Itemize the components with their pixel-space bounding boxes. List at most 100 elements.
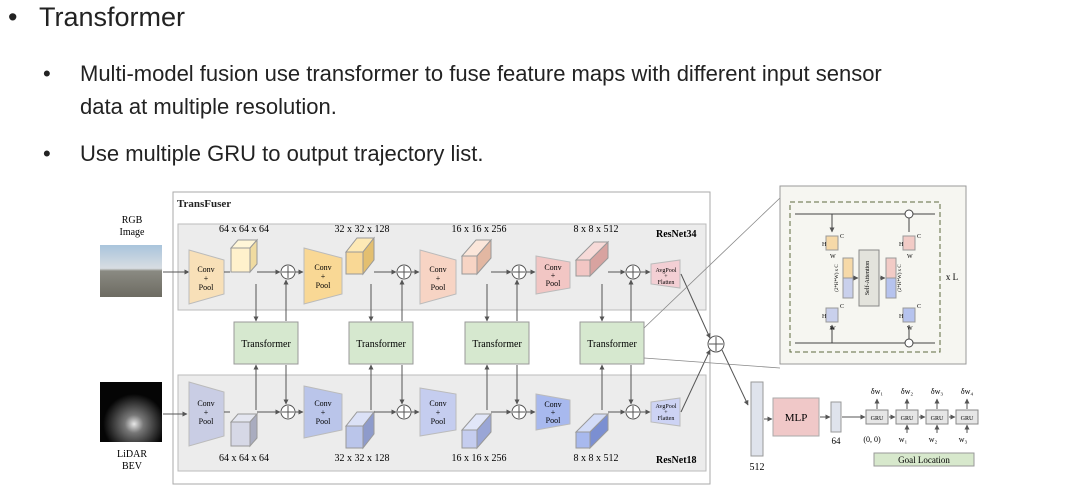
conv-block xyxy=(419,249,457,305)
gru-cell xyxy=(895,409,919,425)
dim-w-label: W xyxy=(907,326,913,332)
point-2: • Use multiple GRU to output trajectory … xyxy=(43,141,483,167)
delta-w-label: δw₂ xyxy=(901,387,914,396)
conv-text: Conv xyxy=(544,400,561,409)
dashed-layer-box xyxy=(789,201,941,353)
gru-cell xyxy=(865,409,889,425)
mlp-label: MLP xyxy=(785,412,808,424)
dim-c-label: C xyxy=(917,304,921,310)
goal-location-label: Goal Location xyxy=(898,455,950,465)
gru-label: GRU xyxy=(961,416,974,422)
inset-feature-top-left xyxy=(825,235,839,251)
dim-label: 16 x 16 x 256 xyxy=(452,224,507,235)
bottom-stage-1: Conv + Pool 64 x 64 x 64 xyxy=(188,381,296,464)
dim-label: 8 x 8 x 512 xyxy=(574,224,619,235)
bullet-dot: • xyxy=(43,141,51,166)
gru-cell xyxy=(925,409,949,425)
conv-plus: + xyxy=(551,408,556,417)
mlp-block xyxy=(772,397,820,437)
avgpool-plus: + xyxy=(664,274,668,280)
feature-cube xyxy=(345,425,364,449)
bottom-stage-2: Conv + Pool 32 x 32 x 128 xyxy=(303,385,412,464)
dim-c-label: C xyxy=(840,234,844,240)
top-stage-4: Conv + Pool 8 x 8 x 512 AvgPool + Flatte… xyxy=(535,224,681,295)
conv-plus: + xyxy=(321,272,326,281)
gru-chain: GRU GRU GRU GRU δw₁ δw₂ δw₃ δw₄ (0, 0) w… xyxy=(863,387,979,467)
conv-text: Conv xyxy=(429,265,446,274)
delta-w-label: δw₄ xyxy=(961,387,974,396)
waypoint-label: w₃ xyxy=(959,435,968,444)
top-stage-2: Conv + Pool 32 x 32 x 128 xyxy=(303,224,412,305)
token-stack-right-bottom xyxy=(885,277,897,299)
waypoint-label: w₂ xyxy=(929,435,938,444)
conv-block xyxy=(303,385,343,439)
conv-text: Conv xyxy=(197,399,214,408)
dim-label: 32 x 32 x 128 xyxy=(335,224,390,235)
waypoint-label: w₁ xyxy=(899,435,908,444)
avgpool-text: AvgPool xyxy=(656,404,677,410)
vector-512 xyxy=(750,381,764,457)
pool-text: Pool xyxy=(199,283,214,292)
transformer-label: Transformer xyxy=(587,339,637,350)
feature-cube xyxy=(575,259,591,277)
point-1-line-1: Multi-model fusion use transformer to fu… xyxy=(80,61,882,86)
bottom-stage-3: Conv + Pool 16 x 16 x 256 xyxy=(419,387,527,464)
self-attention-block xyxy=(858,249,880,307)
conv-block xyxy=(303,247,343,305)
feature-cube xyxy=(230,421,251,447)
token-dim-label: (2*H*W) x C xyxy=(835,264,840,292)
conv-plus: + xyxy=(436,274,441,283)
vector-512-label: 512 xyxy=(750,462,765,473)
conv-block xyxy=(419,387,457,437)
transfuser-diagram: TransFuser ResNet34 ResNet18 RGB Image L… xyxy=(100,185,979,485)
feature-cube xyxy=(461,255,478,275)
conv-plus: + xyxy=(436,408,441,417)
avgpool-plus: + xyxy=(664,410,668,416)
top-stage-3: Conv + Pool 16 x 16 x 256 xyxy=(419,224,527,305)
dim-h-label: H xyxy=(822,242,827,248)
transfuser-title: TransFuser xyxy=(177,198,231,210)
goal-location-box xyxy=(873,452,975,467)
dim-label: 8 x 8 x 512 xyxy=(574,453,619,464)
lidar-label: LiDAR xyxy=(117,449,147,460)
conv-plus: + xyxy=(321,408,326,417)
transformer-label: Transformer xyxy=(356,339,406,350)
bullet-dot: • xyxy=(43,61,51,86)
feature-cube xyxy=(230,247,251,273)
conv-text: Conv xyxy=(314,263,331,272)
pool-text: Pool xyxy=(546,416,561,425)
gru-label: GRU xyxy=(871,416,884,422)
bottom-stage-4: Conv + Pool 8 x 8 x 512 AvgPool + Flatte… xyxy=(535,393,681,464)
gru-label: GRU xyxy=(901,416,914,422)
pool-text: Pool xyxy=(431,417,446,426)
transformer-label: Transformer xyxy=(241,339,291,350)
conv-text: Conv xyxy=(314,399,331,408)
avgpool-block xyxy=(650,397,681,427)
pool-text: Pool xyxy=(316,417,331,426)
dim-label: 16 x 16 x 256 xyxy=(452,453,507,464)
pool-text: Pool xyxy=(546,279,561,288)
image-label: Image xyxy=(120,227,146,238)
bev-label: BEV xyxy=(122,461,143,472)
transformer-label: Transformer xyxy=(472,339,522,350)
pool-text: Pool xyxy=(431,283,446,292)
inset-feature-top-right xyxy=(902,235,916,251)
point-1: • Multi-model fusion use transformer to … xyxy=(43,57,882,123)
inset-add-node xyxy=(904,338,914,348)
self-attention-label: Self-Attention xyxy=(864,261,871,295)
pool-text: Pool xyxy=(199,417,214,426)
conv-block xyxy=(535,255,571,295)
conv-block xyxy=(188,249,225,305)
dim-h-label: H xyxy=(899,242,904,248)
token-dim-label: (2*H*W) x C xyxy=(898,264,903,292)
pool-text: Pool xyxy=(316,281,331,290)
conv-plus: + xyxy=(204,274,209,283)
dim-label: 32 x 32 x 128 xyxy=(335,453,390,464)
top-stage-1: Conv + Pool 64 x 64 x 64 xyxy=(188,224,296,305)
conv-block xyxy=(188,381,225,447)
transformer-block-1 xyxy=(233,321,299,365)
inset-feature-bottom-left xyxy=(825,307,839,323)
delta-w-label: δw₃ xyxy=(931,387,944,396)
gru-label: GRU xyxy=(931,416,944,422)
transformer-block-4 xyxy=(579,321,645,365)
